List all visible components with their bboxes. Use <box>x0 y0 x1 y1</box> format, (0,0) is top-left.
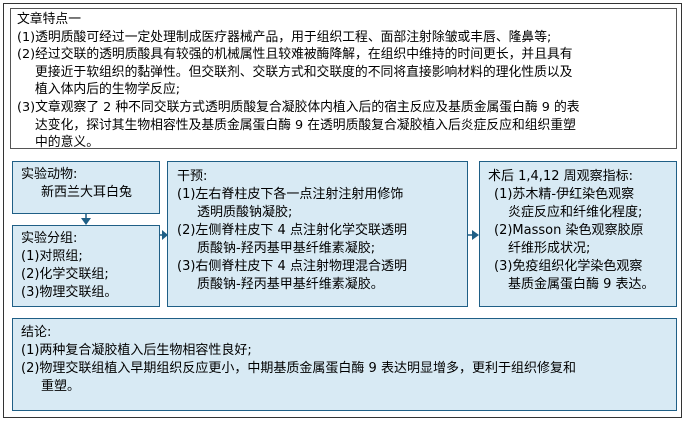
features-line-7: 中的意义。 <box>35 135 99 151</box>
intervention-box: 干预: (1)左右脊柱皮下各一点注射注射用修饰 透明质酸钠凝胶; (2)左侧脊柱… <box>167 161 468 307</box>
conclusion-line-3: 重塑。 <box>41 379 81 394</box>
conclusion-line-2: (2)物理交联组植入早期组织反应更小，中期基质金属蛋白酶 9 表达明显增多，更利… <box>21 361 576 376</box>
observation-line-2: 炎症反应和纤维化程度; <box>508 205 643 220</box>
observation-title: 术后 1,4,12 周观察指标: <box>488 169 633 184</box>
intervention-line-5: (3)右侧脊柱皮下 4 点注射物理混合透明 <box>177 259 407 274</box>
observation-line-1: (1)苏木精-伊红染色观察 <box>494 187 635 202</box>
features-line-3: 更接近于软组织的黏弹性。但交联剂、交联方式和交联度的不同将直接影响材料的理化性质… <box>35 64 573 80</box>
experimental-animals-box: 实验动物: 新西兰大耳白兔 <box>12 161 160 214</box>
arrow-groups-to-intervention-icon <box>159 230 168 240</box>
animals-title: 实验动物: <box>21 167 78 182</box>
conclusion-title: 结论: <box>21 325 52 340</box>
group-item-2: (2)化学交联组; <box>21 267 109 282</box>
groups-title: 实验分组: <box>21 231 78 246</box>
arrow-animals-to-groups-icon <box>81 213 91 225</box>
animals-content: 新西兰大耳白兔 <box>41 185 133 200</box>
features-title: 文章特点一 <box>17 12 81 27</box>
group-item-3: (3)物理交联组。 <box>21 285 118 300</box>
experimental-groups-box: 实验分组: (1)对照组; (2)化学交联组; (3)物理交联组。 <box>12 225 160 307</box>
features-line-2: (2)经过交联的透明质酸具有较强的机械属性且较难被酶降解，在组织中维持的时间更长… <box>17 47 573 63</box>
intervention-title: 干预: <box>177 169 208 184</box>
arrow-intervention-to-observation-icon <box>467 230 479 240</box>
conclusion-line-1: (1)两种复合凝胶植入后生物相容性良好; <box>21 343 252 358</box>
group-item-1: (1)对照组; <box>21 249 83 264</box>
observation-line-6: 基质金属蛋白酶 9 表达。 <box>508 277 655 292</box>
article-features-box: 文章特点一 (1)透明质酸可经过一定处理制成医疗器械产品，用于组织工程、面部注射… <box>10 8 677 151</box>
intervention-line-3: (2)左侧脊柱皮下 4 点注射化学交联透明 <box>177 223 407 238</box>
intervention-line-1: (1)左右脊柱皮下各一点注射注射用修饰 <box>177 187 404 202</box>
features-line-6: 达变化，探讨其生物相容性及基质金属蛋白酶 9 在透明质酸复合凝胶植入后炎症反应和… <box>35 117 576 133</box>
diagram-frame <box>3 3 682 418</box>
intervention-line-6: 质酸钠-羟丙基甲基纤维素凝胶。 <box>197 277 384 292</box>
features-line-5: (3)文章观察了 2 种不同交联方式透明质酸复合凝胶体内植入后的宿主反应及基质金… <box>17 99 580 115</box>
intervention-line-2: 透明质酸钠凝胶; <box>197 205 293 220</box>
intervention-line-4: 质酸钠-羟丙基甲基纤维素凝胶; <box>197 241 376 256</box>
features-line-1: (1)透明质酸可经过一定处理制成医疗器械产品，用于组织工程、面部注射除皱或丰唇、… <box>17 29 552 45</box>
observation-line-5: (3)免疫组织化学染色观察 <box>494 259 643 274</box>
observation-line-3: (2)Masson 染色观察胶原 <box>494 223 644 238</box>
observation-indicators-box: 术后 1,4,12 周观察指标: (1)苏木精-伊红染色观察 炎症反应和纤维化程… <box>479 161 677 307</box>
conclusion-box: 结论: (1)两种复合凝胶植入后生物相容性良好; (2)物理交联组植入早期组织反… <box>12 318 677 411</box>
observation-line-4: 纤维形成状况; <box>508 241 591 256</box>
features-line-4: 植入体内后的生物学反应; <box>35 82 181 98</box>
